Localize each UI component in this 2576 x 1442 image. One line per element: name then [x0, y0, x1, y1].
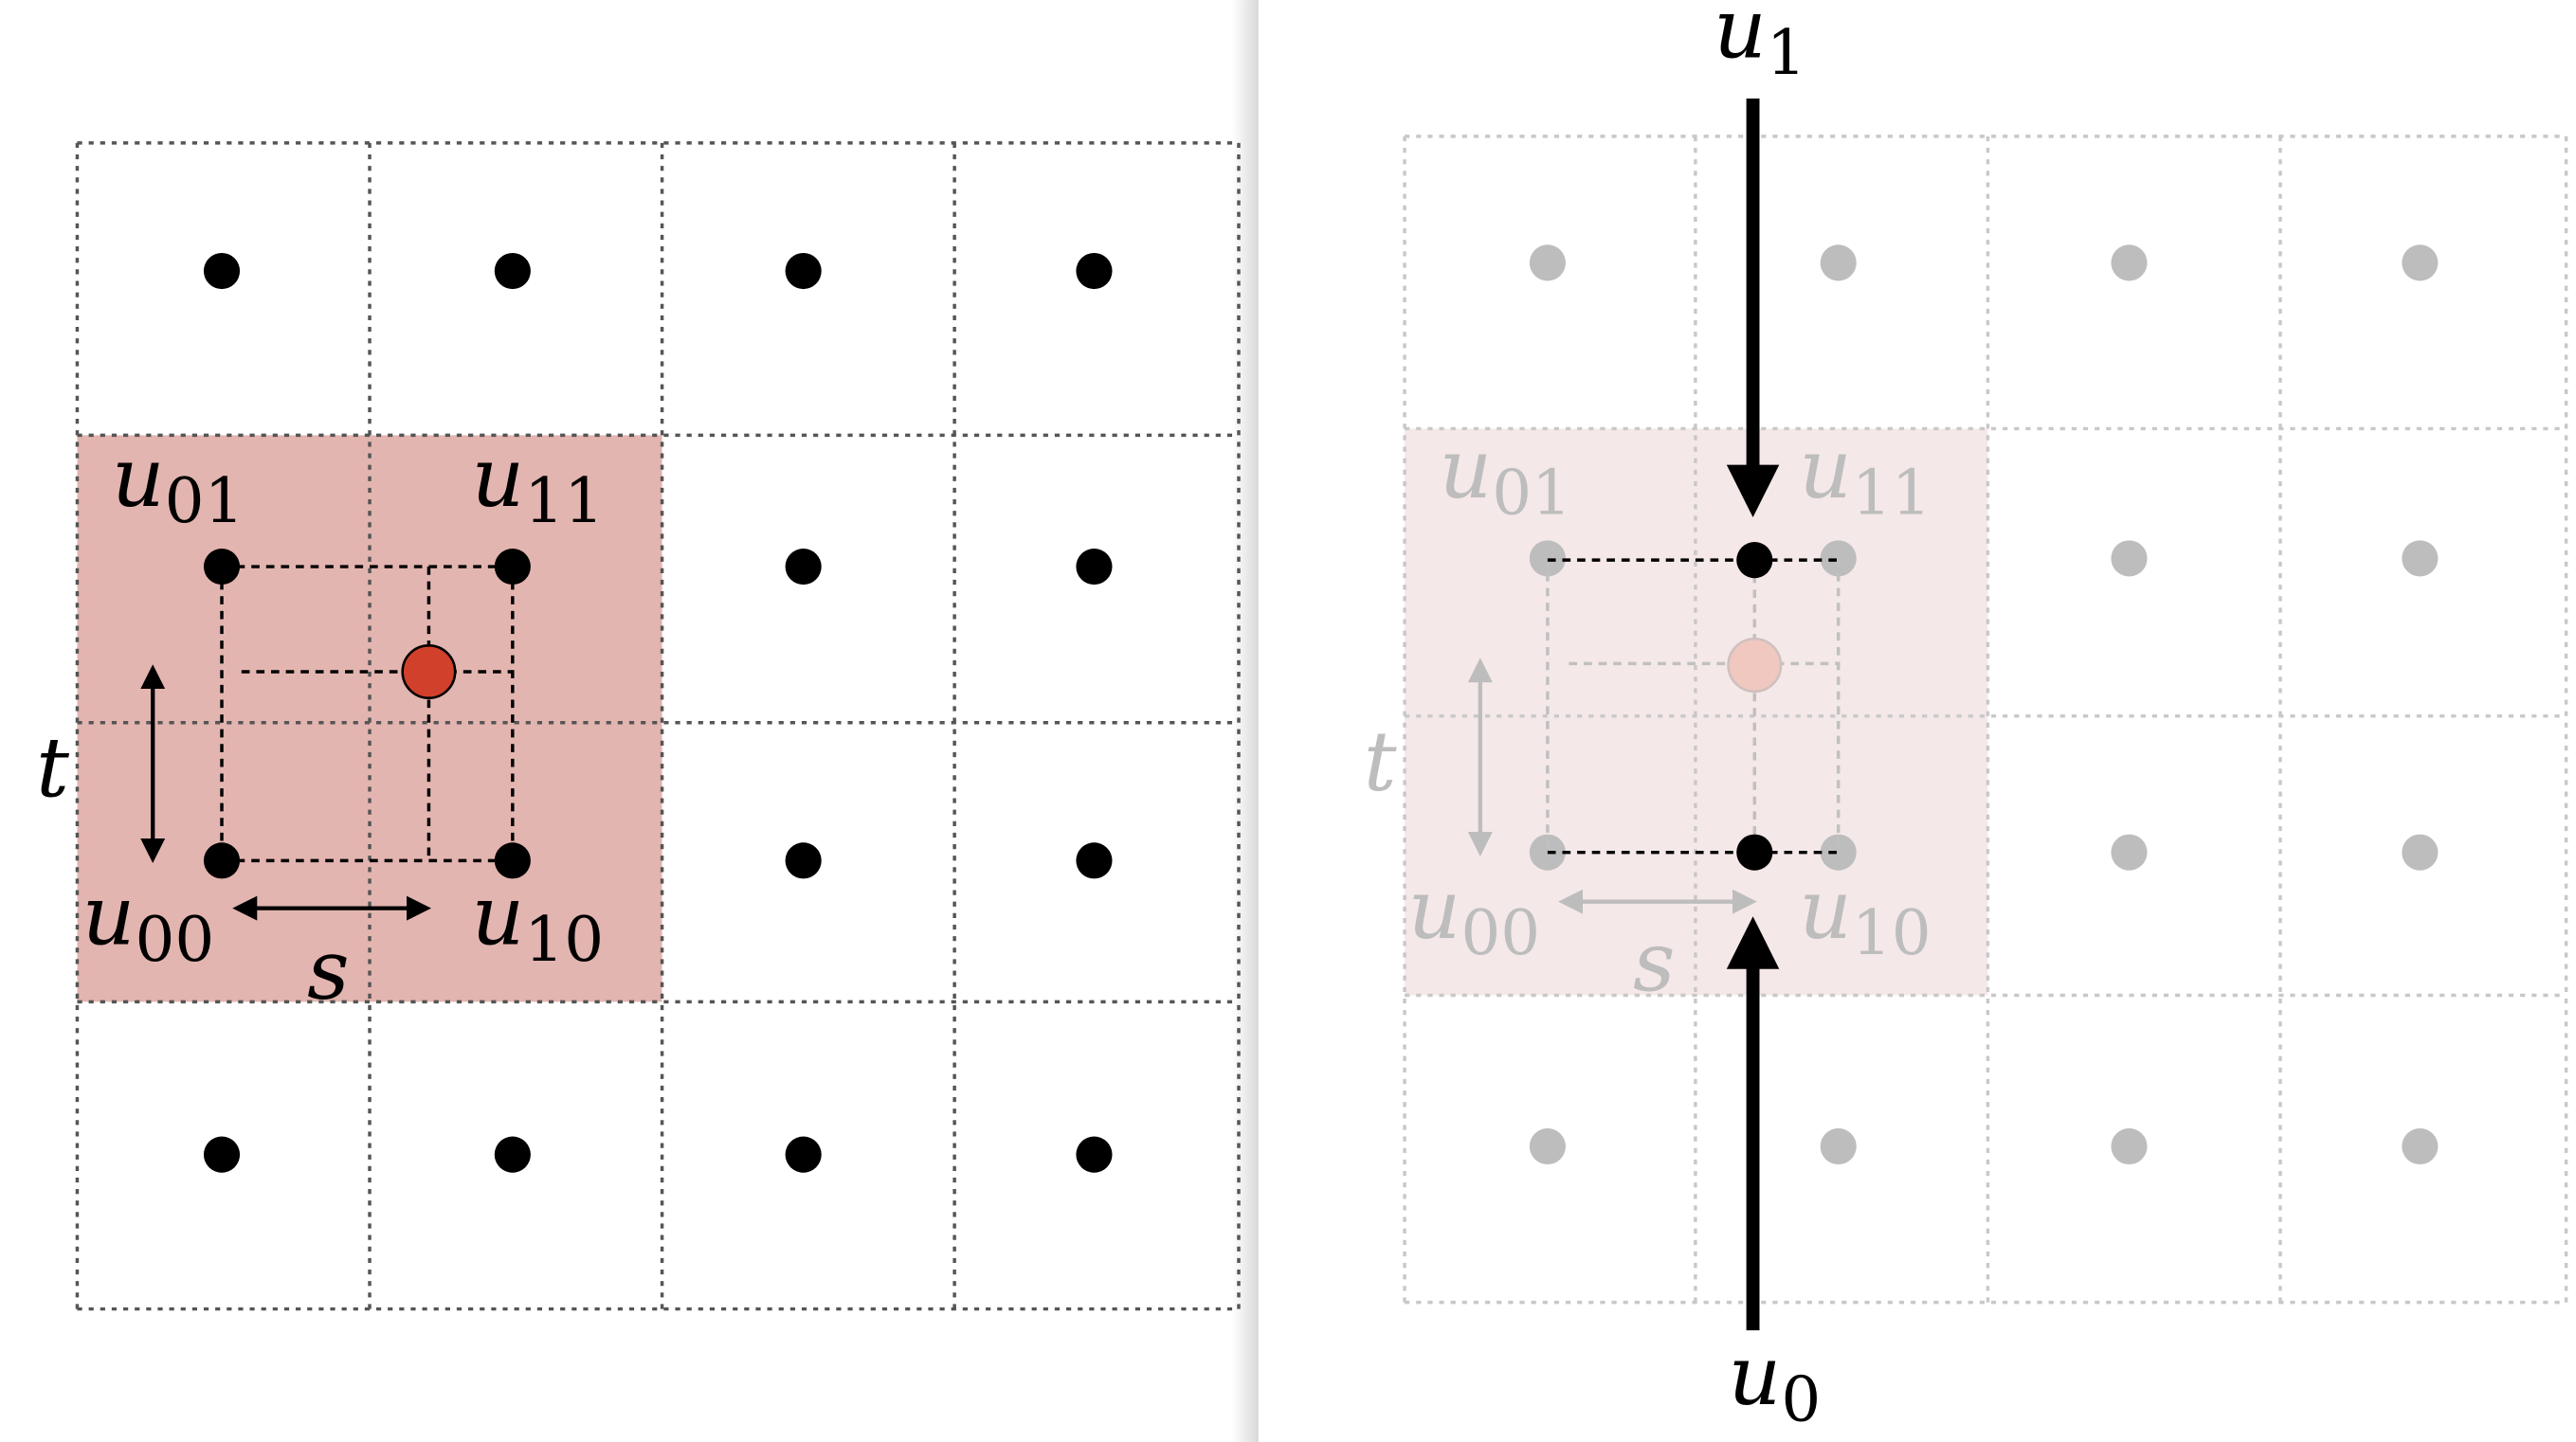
point-u0 [1736, 834, 1773, 871]
sample-point [203, 252, 241, 290]
label-u01-faded: u01 [1439, 423, 1571, 529]
sample-point [494, 1136, 531, 1173]
label-t: t [36, 722, 69, 817]
sample-point [2402, 834, 2439, 871]
sample-point [785, 252, 822, 290]
sample-point [1820, 1127, 1857, 1165]
sample-point [2111, 244, 2148, 281]
sample-point [1076, 548, 1113, 586]
right-panel: u01 u11 u00 u10 t s u1 u0 [1364, 0, 2568, 1435]
left-panel: u01 u11 u00 u10 t s [36, 141, 1241, 1311]
sample-point [494, 842, 531, 879]
sample-point [1820, 244, 1857, 281]
sample-points [203, 252, 1113, 1173]
label-s: s [307, 924, 349, 1018]
grid-lines [75, 141, 1241, 1311]
label-u00-faded: u00 [1408, 863, 1541, 969]
label-u00: u00 [82, 870, 215, 976]
sample-point [785, 548, 822, 586]
sample-point [2111, 834, 2148, 871]
sample-point [2111, 540, 2148, 577]
sample-point [2111, 1127, 2148, 1165]
sample-point [2402, 1127, 2439, 1165]
interpolated-point-faded [1727, 638, 1783, 694]
interp-guides-faded [1546, 558, 1841, 853]
sample-point [785, 842, 822, 879]
interp-guides [220, 565, 515, 863]
point-u1 [1736, 542, 1773, 579]
sample-point [1529, 244, 1566, 281]
label-u11-faded: u11 [1799, 423, 1932, 529]
label-u0: u0 [1729, 1329, 1822, 1435]
sample-point [2402, 244, 2439, 281]
label-u01: u01 [112, 431, 245, 537]
label-u10: u10 [471, 870, 604, 976]
sample-point [785, 1136, 822, 1173]
label-s-faded: s [1633, 915, 1675, 1010]
sample-points-faded [1529, 244, 2439, 1165]
interpolated-point [401, 643, 457, 700]
arrow-from-u1 [1726, 99, 1780, 518]
sample-point [494, 252, 531, 290]
sample-point [1076, 842, 1113, 879]
sample-point [1076, 252, 1113, 290]
sample-point [2402, 540, 2439, 577]
sample-point [1076, 1136, 1113, 1173]
sample-point [1820, 834, 1857, 871]
label-u11: u11 [471, 431, 604, 537]
sample-point [1529, 1127, 1566, 1165]
arrow-from-u0 [1726, 916, 1780, 1331]
label-t-faded: t [1364, 715, 1397, 810]
label-u1: u1 [1714, 0, 1806, 89]
panel-divider [1232, 0, 1259, 1442]
label-u10-faded: u10 [1799, 863, 1932, 969]
grid-lines-faded [1403, 135, 2568, 1305]
sample-point [203, 1136, 241, 1173]
interp-guides-active [1547, 558, 1839, 855]
